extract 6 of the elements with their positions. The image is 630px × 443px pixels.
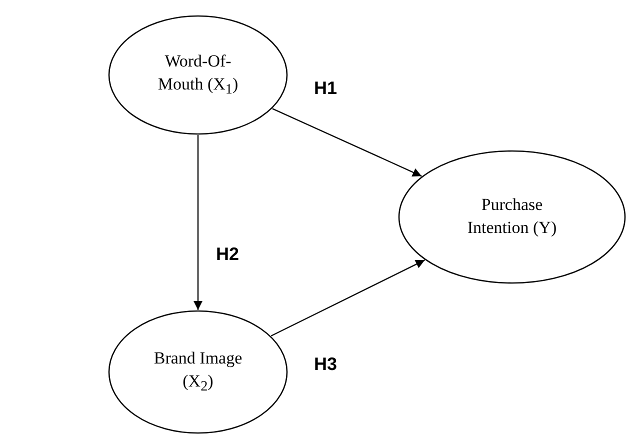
- node-label: Brand Image (X$_{2}$): [152, 347, 244, 397]
- arrow: [270, 260, 425, 336]
- arrow: [194, 135, 202, 310]
- node-label: Purchase Intention (Y): [466, 194, 558, 239]
- node-label: Word-Of- Mouth (X$_{1}$): [156, 50, 240, 100]
- arrow: [272, 108, 422, 177]
